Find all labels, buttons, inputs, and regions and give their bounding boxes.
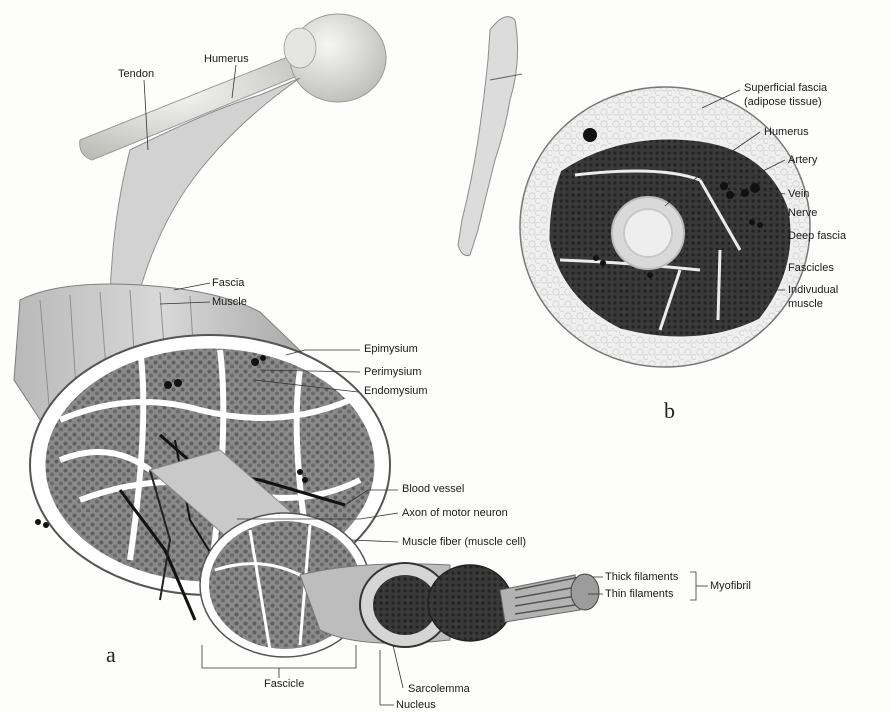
label-epimysium: Epimysium — [364, 343, 418, 356]
label-humerus-a: Humerus — [204, 53, 249, 66]
label-individual-muscle: Indivudual — [788, 284, 838, 297]
label-fascia: Fascia — [212, 277, 244, 290]
panel-label-a: a — [106, 642, 116, 668]
label-myofibril: Myofibril — [710, 580, 751, 593]
humerus-bone-illustration — [80, 14, 386, 160]
label-adipose-tissue: (adipose tissue) — [744, 96, 822, 109]
label-muscle-fiber: Muscle fiber (muscle cell) — [402, 536, 526, 549]
label-endomysium: Endomysium — [364, 385, 428, 398]
label-blood-vessel: Blood vessel — [402, 483, 464, 496]
panel-label-b: b — [664, 398, 675, 424]
label-vein: Vein — [788, 188, 809, 201]
label-fascicles: Fascicles — [788, 262, 834, 275]
label-nucleus: Nucleus — [396, 699, 436, 712]
label-tendon: Tendon — [118, 68, 154, 81]
label-sarcolemma: Sarcolemma — [408, 683, 470, 696]
myofibril-illustration — [500, 574, 599, 622]
label-thin-filaments: Thin filaments — [605, 588, 673, 601]
label-deep-fascia: Deep fascia — [788, 230, 846, 243]
muscle-fiber-illustration — [300, 563, 512, 647]
label-nerve: Nerve — [788, 207, 817, 220]
label-thick-filaments: Thick filaments — [605, 571, 678, 584]
arm-silhouette-illustration — [458, 17, 522, 256]
label-perimysium: Perimysium — [364, 366, 421, 379]
label-muscle: Muscle — [212, 296, 247, 309]
label-superficial-fascia: Superficial fascia — [744, 82, 827, 95]
label-humerus-b: Humerus — [764, 126, 809, 139]
label-axon: Axon of motor neuron — [402, 507, 508, 520]
label-artery: Artery — [788, 154, 817, 167]
label-muscle-b: muscle — [788, 298, 823, 311]
label-fascicle: Fascicle — [264, 678, 304, 691]
